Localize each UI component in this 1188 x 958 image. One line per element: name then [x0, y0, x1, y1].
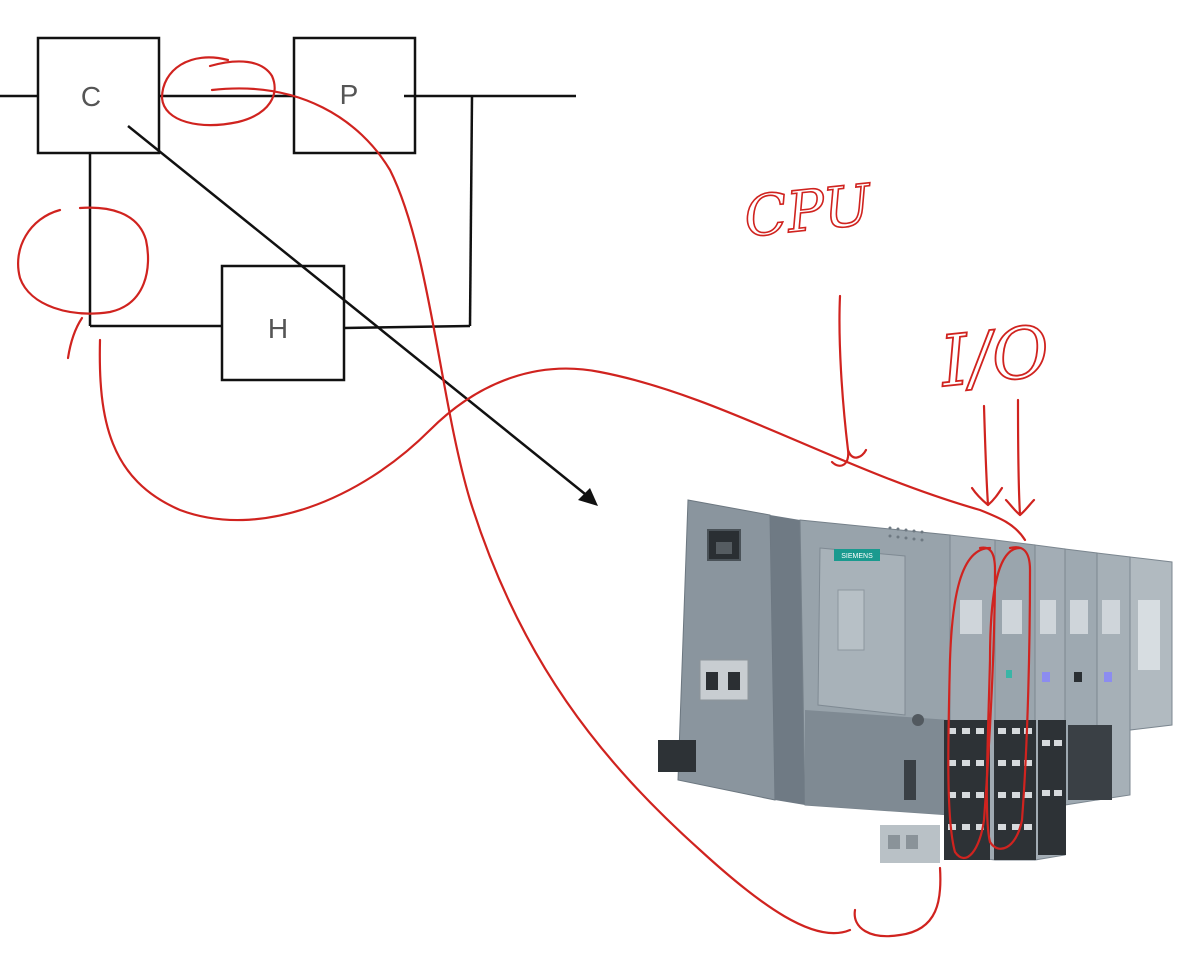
io-handwritten-label: I/O: [935, 310, 1054, 403]
feedback-tap-line: [468, 95, 474, 327]
wire-to-io-input: [98, 338, 1027, 542]
siemens-logo-plate: [834, 549, 880, 561]
power-terminal: [658, 740, 696, 772]
terminal-block-2: [994, 720, 1036, 860]
circle-summing-junction: [17, 206, 150, 315]
controller-label: C: [81, 81, 101, 112]
cpu-display: [837, 589, 865, 651]
io-modules: [880, 534, 1173, 863]
plc-device: SIEMENS: [658, 499, 1173, 863]
cpu-handwritten-label: CPU: [741, 172, 876, 250]
io-module-highlight-1: [947, 546, 997, 859]
sd-card-slot: [904, 760, 916, 800]
plant-block: [292, 36, 417, 155]
controller-to-plc-arrow: [127, 125, 591, 499]
terminal-block-1: [944, 720, 990, 860]
arrowhead-icon: [578, 488, 598, 506]
handwritten-annotations: [17, 56, 1036, 938]
circle-controller-output: [160, 56, 276, 126]
feedback-label: H: [268, 313, 288, 344]
io-arrow-2: [1004, 398, 1036, 517]
wire-to-output-terminal: [210, 87, 852, 935]
siemens-logo: SIEMENS: [841, 553, 873, 560]
cpu-arrow: [830, 294, 868, 467]
summing-tick: [66, 316, 84, 360]
feedback-to-h-line: [343, 324, 471, 330]
plant-label: P: [340, 79, 359, 110]
io-module-highlight-2: [985, 546, 1032, 850]
terminal-block-4: [1068, 725, 1112, 800]
output-terminal-hook: [853, 866, 942, 938]
control-block-diagram: [0, 36, 598, 506]
io-arrow-1: [970, 404, 1004, 507]
